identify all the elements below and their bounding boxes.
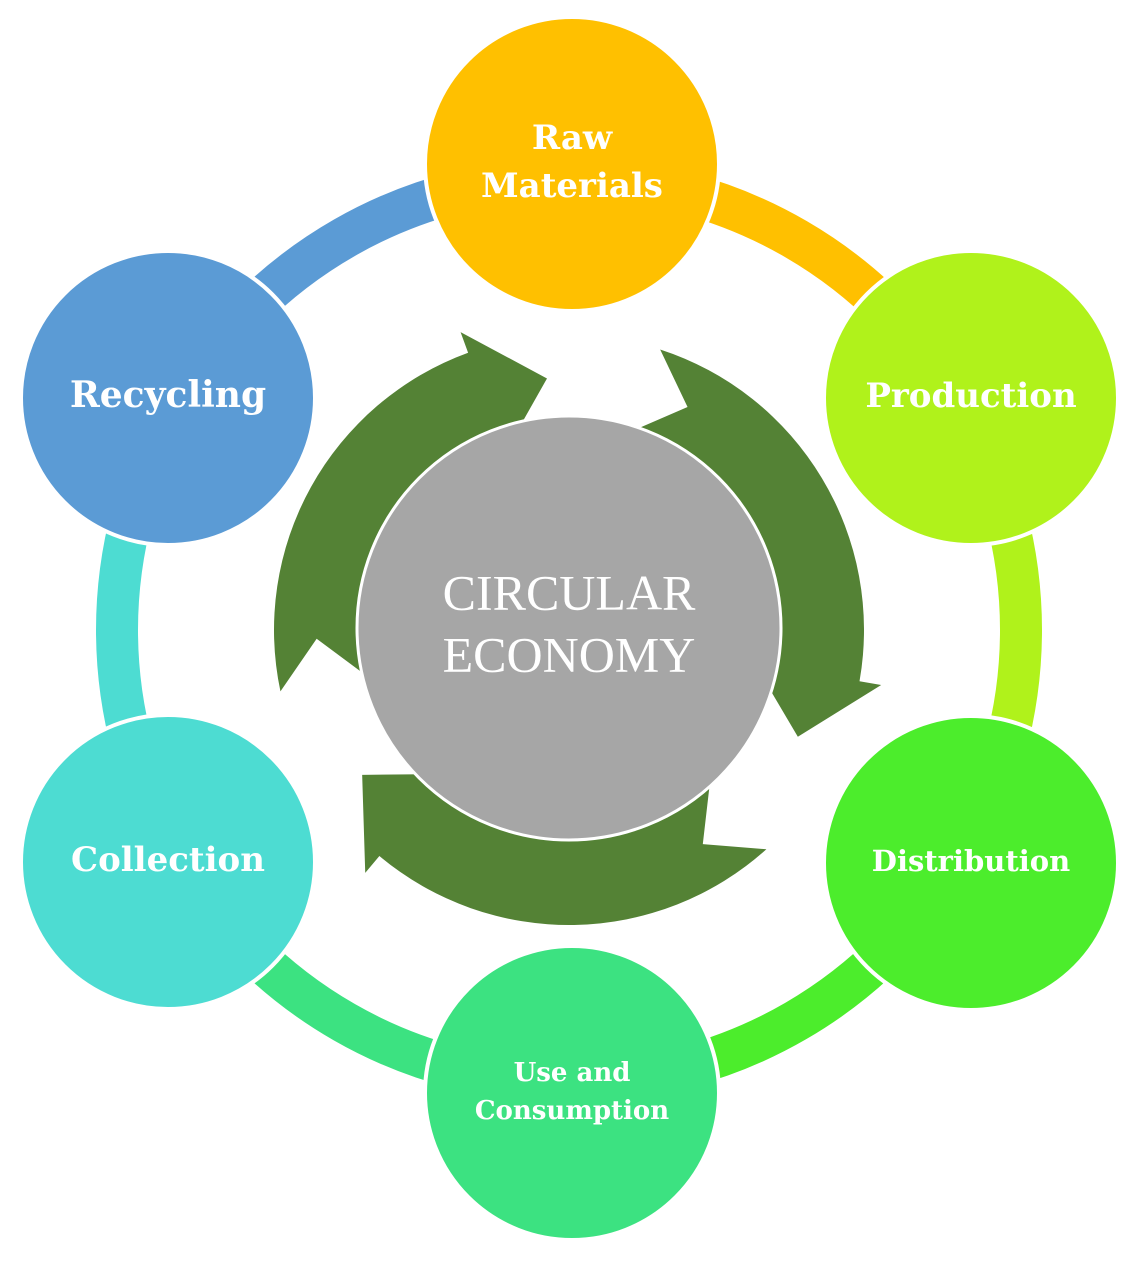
node-circle	[822, 249, 1120, 547]
center-title-line-1: CIRCULAR	[443, 564, 696, 620]
node-label: Consumption	[475, 1096, 669, 1126]
node-circle	[423, 15, 721, 313]
node-label: Distribution	[872, 844, 1070, 878]
node-circle	[423, 944, 721, 1242]
cycle-arrow	[633, 349, 882, 737]
node-circle	[19, 713, 317, 1011]
node-recycling: Recycling	[19, 249, 317, 547]
node-label: Recycling	[70, 374, 266, 416]
node-label: Materials	[481, 166, 663, 206]
node-production: Production	[822, 249, 1120, 547]
center-title-line-2: ECONOMY	[443, 626, 696, 682]
node-circle	[822, 714, 1120, 1012]
node-label: Raw	[532, 118, 613, 158]
cycle-arrow	[274, 332, 547, 692]
center-circle: CIRCULAR ECONOMY	[355, 414, 783, 842]
node-circle	[19, 249, 317, 547]
node-label: Use and	[514, 1058, 631, 1088]
center-disc	[355, 414, 783, 842]
node-collection: Collection	[19, 713, 317, 1011]
node-distribution: Distribution	[822, 714, 1120, 1012]
node-label: Production	[865, 376, 1076, 416]
node-label: Collection	[71, 840, 265, 880]
